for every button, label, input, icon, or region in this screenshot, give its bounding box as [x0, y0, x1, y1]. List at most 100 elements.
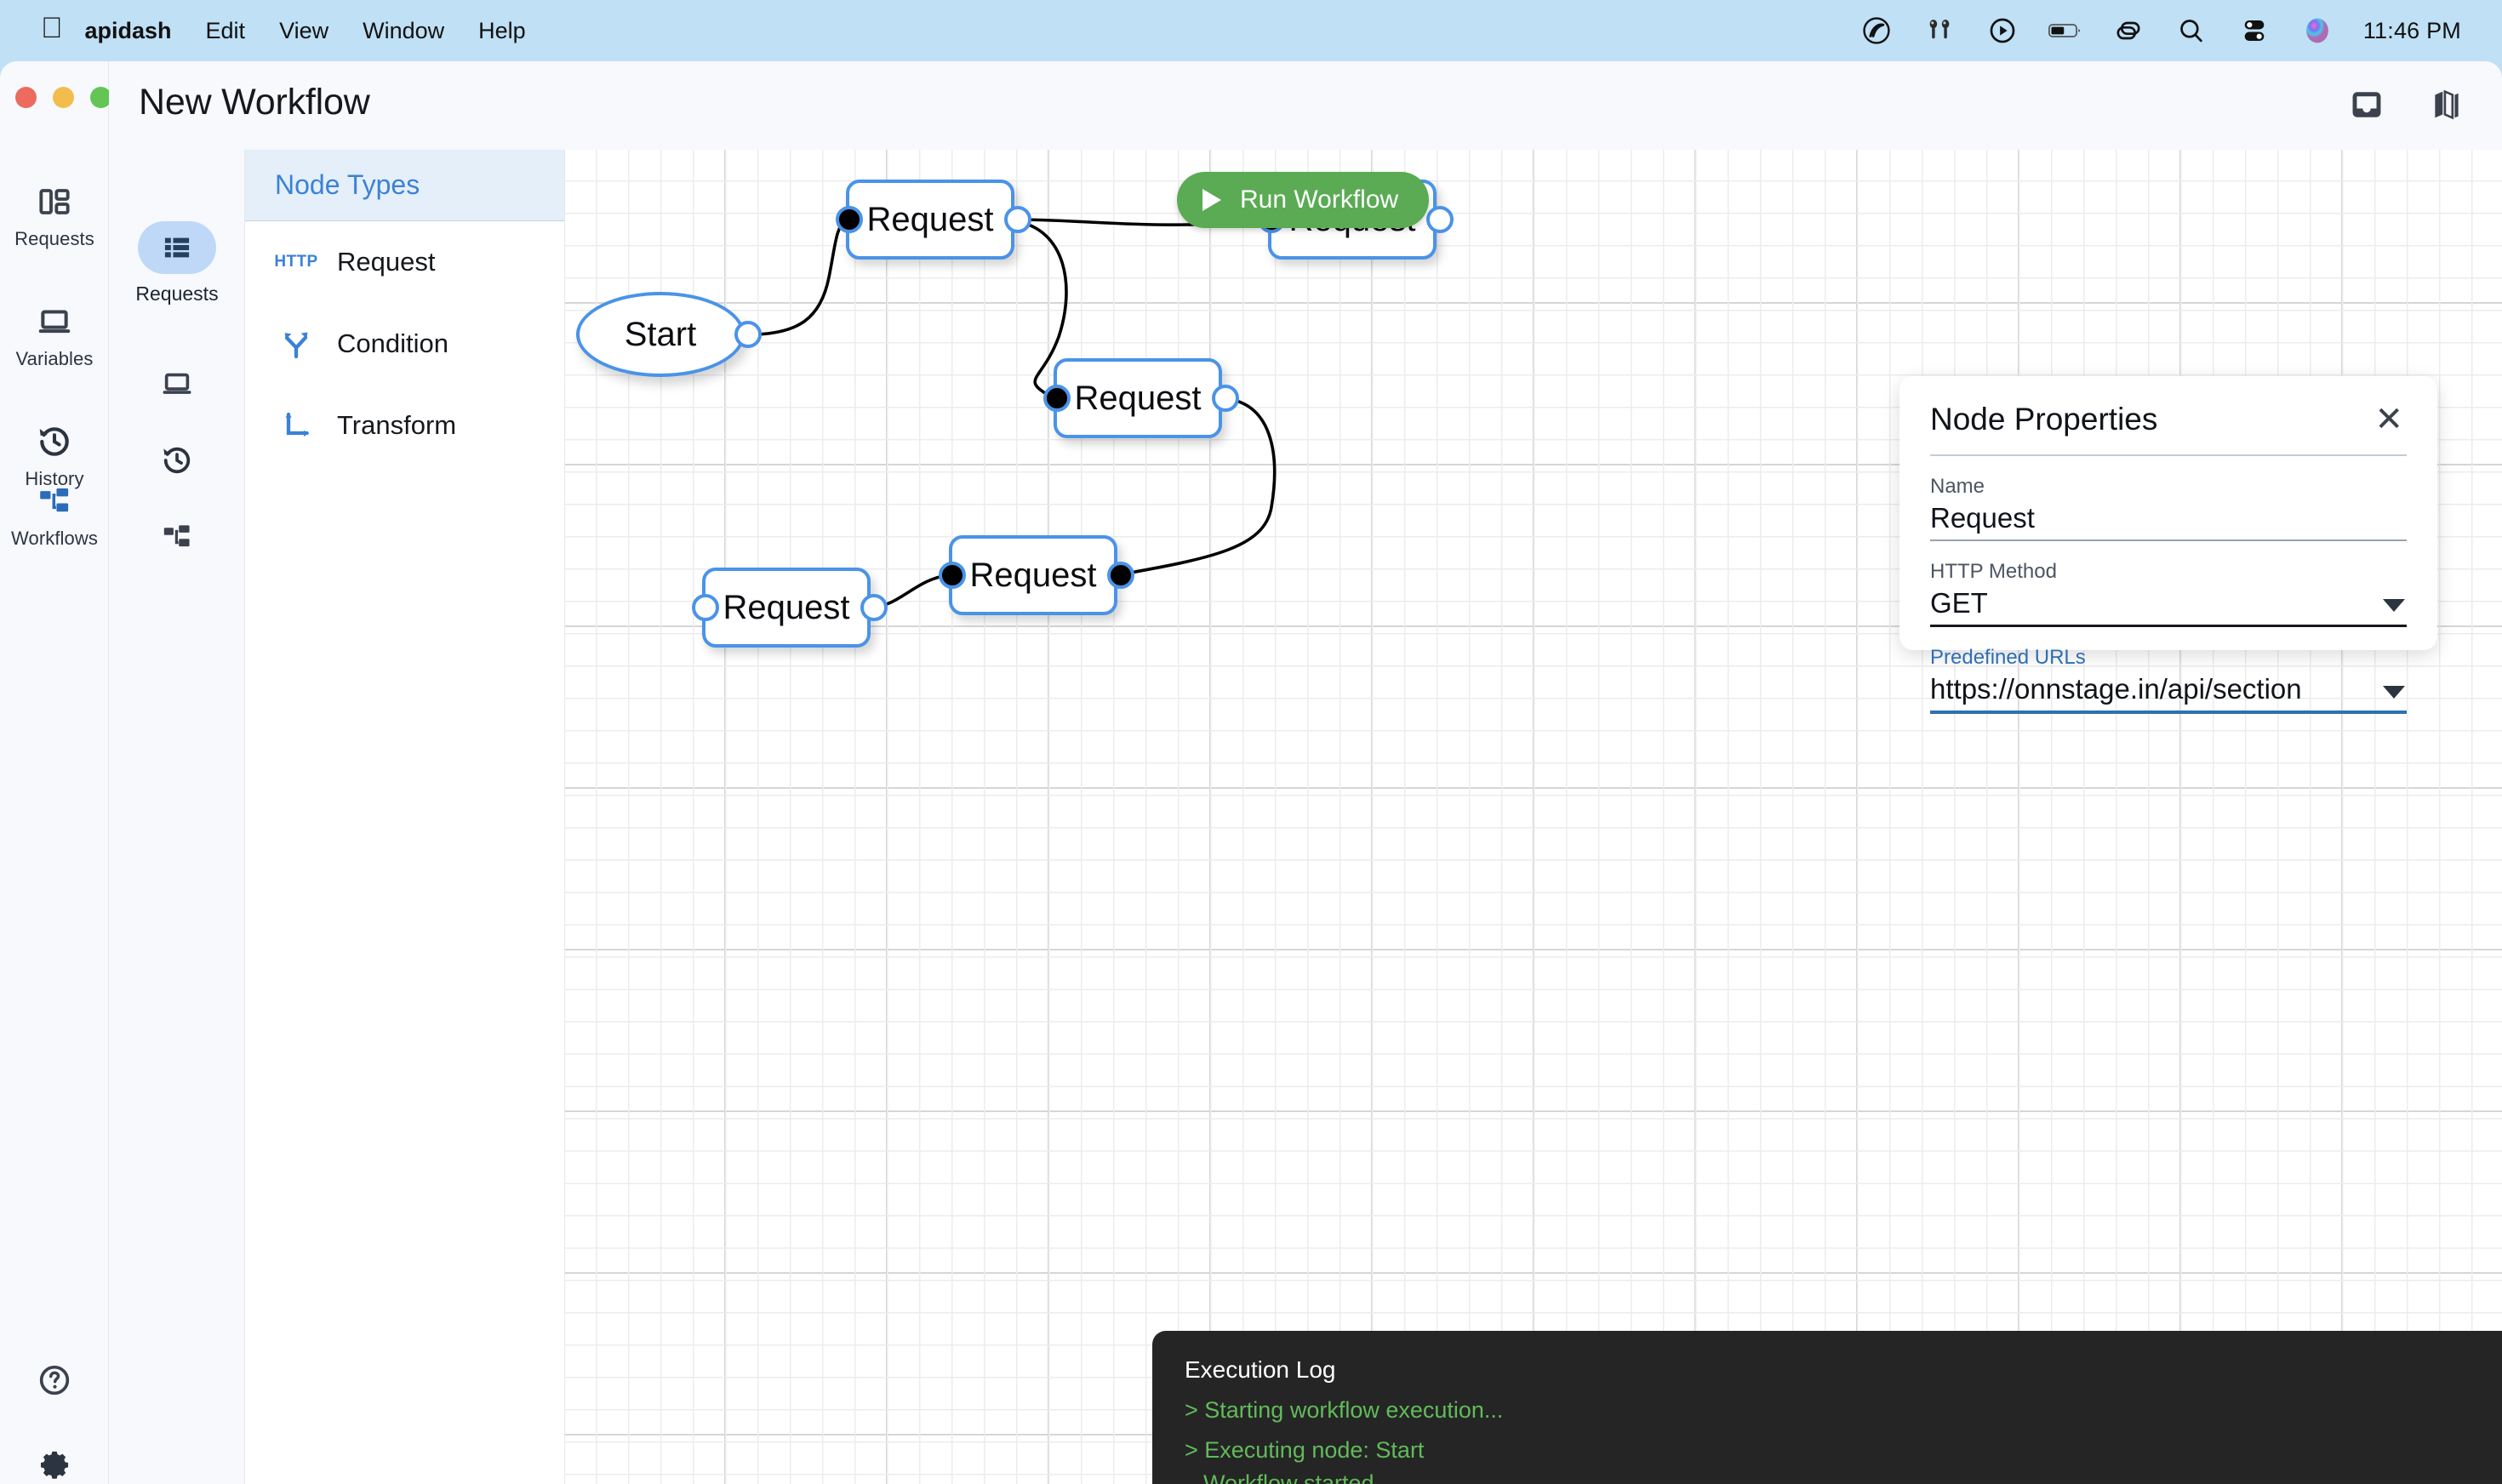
http-badge-icon: HTTP — [274, 243, 318, 281]
node-port-output[interactable] — [1212, 385, 1239, 412]
node-port-output[interactable] — [860, 594, 888, 621]
field-underline — [1930, 539, 2407, 541]
node-port-input[interactable] — [836, 206, 863, 233]
menu-apidash[interactable]: apidash — [63, 17, 172, 43]
workflow-node-req1[interactable]: Request — [836, 180, 1031, 260]
node-types-header: Node Types — [245, 150, 564, 221]
menu-help[interactable]: Help — [456, 17, 526, 43]
workflow-node-start[interactable]: Start — [576, 292, 762, 377]
node-port-input[interactable] — [1043, 385, 1071, 412]
history-clock-icon — [35, 422, 74, 461]
control-center-icon[interactable] — [2237, 14, 2271, 48]
app-window: Requests Variables History Workflows — [0, 61, 2502, 1484]
requests-layout-icon — [35, 182, 74, 221]
node-port-output[interactable] — [1004, 206, 1031, 233]
inbox-icon[interactable] — [2345, 83, 2388, 126]
apple-logo-icon[interactable]:  — [41, 14, 63, 43]
node-port-input[interactable] — [939, 562, 966, 589]
rail2-item-variables[interactable] — [109, 357, 245, 410]
menubar-clock: 11:46 PM — [2362, 17, 2461, 43]
chevron-down-icon[interactable] — [2383, 599, 2405, 612]
close-window-button[interactable] — [15, 87, 37, 108]
zoom-window-button[interactable] — [90, 87, 111, 108]
search-icon[interactable] — [2174, 14, 2208, 48]
workflow-node-req4[interactable]: Request — [939, 535, 1134, 615]
rail2-item-requests[interactable]: Requests — [109, 221, 245, 305]
minimize-window-button[interactable] — [53, 87, 74, 108]
branch-condition-icon — [277, 325, 315, 362]
sidebar-item-requests[interactable]: Requests — [0, 182, 109, 250]
field-label-predefined-urls: Predefined URLs — [1930, 646, 2086, 669]
battery-icon[interactable] — [2048, 14, 2082, 48]
node-types-panel: Node Types HTTP Request Condition Transf… — [245, 150, 565, 1484]
chevron-down-icon[interactable] — [2383, 686, 2405, 699]
name-input[interactable]: Request — [1930, 502, 2035, 534]
node-label: Request — [969, 556, 1097, 594]
close-icon[interactable]: ✕ — [2374, 401, 2403, 438]
workflow-nodes-icon — [138, 511, 216, 563]
sidebar-item-workflows[interactable]: Workflows — [0, 482, 109, 550]
rail2-item-history[interactable] — [109, 434, 245, 487]
workflow-node-req5[interactable]: Request — [692, 568, 888, 648]
link-chain-icon[interactable] — [2111, 14, 2145, 48]
workflow-canvas[interactable]: Start Request Request Request Request — [565, 150, 2502, 1484]
sidebar-label-variables: Variables — [15, 348, 94, 369]
menu-view[interactable]: View — [257, 17, 328, 43]
run-workflow-button[interactable]: Run Workflow — [1177, 172, 1430, 228]
rail2-item-workflows[interactable] — [109, 511, 245, 563]
menu-window[interactable]: Window — [340, 17, 444, 43]
menubar-tray: 11:46 PM — [1859, 14, 2480, 48]
log-line: > Starting workflow execution... — [1185, 1397, 1504, 1423]
help-circle-icon[interactable] — [0, 1363, 109, 1397]
node-types-title: Node Types — [275, 169, 420, 200]
predefined-urls-select[interactable]: https://onnstage.in/api/section — [1930, 673, 2302, 705]
node-label: Start — [624, 315, 697, 353]
field-name: Name Request — [1930, 475, 2407, 541]
transform-crop-icon — [277, 407, 315, 444]
workflow-header: New Workflow — [109, 61, 2502, 150]
header-actions — [2345, 83, 2468, 126]
node-type-request[interactable]: HTTP Request — [245, 221, 564, 303]
node-type-label-request: Request — [337, 247, 436, 277]
sidebar-label-history: History — [25, 468, 84, 489]
log-line: > Executing node: Start — [1185, 1437, 1425, 1463]
field-http-method: HTTP Method GET — [1930, 560, 2407, 627]
field-label-http-method: HTTP Method — [1930, 560, 2057, 583]
node-type-condition[interactable]: Condition — [245, 303, 564, 385]
rail2-label-requests: Requests — [135, 283, 219, 305]
sidebar-item-history[interactable]: History — [0, 422, 109, 490]
primary-sidebar: Requests Variables History Workflows — [0, 61, 111, 1484]
execution-log-title: Execution Log — [1185, 1356, 1336, 1383]
siri-icon[interactable] — [2300, 14, 2334, 48]
node-port-input[interactable] — [692, 594, 719, 621]
play-circle-icon[interactable] — [1985, 14, 2019, 48]
node-port-output[interactable] — [734, 321, 762, 348]
node-properties-header: Node Properties ✕ — [1930, 402, 2407, 437]
node-label: Request — [1074, 379, 1202, 417]
menu-edit[interactable]: Edit — [184, 17, 246, 43]
play-triangle-icon — [1202, 189, 1221, 211]
node-label: Request — [723, 588, 850, 626]
execution-log-panel: Execution Log > Starting workflow execut… — [1152, 1331, 2502, 1484]
airpods-icon[interactable] — [1922, 14, 1956, 48]
field-label-name: Name — [1930, 475, 1985, 498]
sidebar-item-variables[interactable]: Variables — [0, 302, 109, 370]
workflow-node-req3[interactable]: Request — [1043, 358, 1239, 438]
node-label: Request — [866, 200, 994, 238]
creative-cloud-icon[interactable] — [1859, 14, 1894, 48]
node-type-transform[interactable]: Transform — [245, 385, 564, 466]
node-properties-panel: Node Properties ✕ Name Request HTTP Meth… — [1899, 376, 2437, 714]
page-title: New Workflow — [139, 82, 370, 123]
sidebar-label-workflows: Workflows — [11, 528, 98, 549]
map-icon[interactable] — [2425, 83, 2468, 126]
run-workflow-label: Run Workflow — [1240, 186, 1399, 214]
field-predefined-urls: Predefined URLs https://onnstage.in/api/… — [1930, 646, 2407, 714]
node-port-output[interactable] — [1426, 206, 1454, 233]
macos-menubar:  apidash Edit View Window Help 11:46 PM — [0, 0, 2502, 61]
workflow-nodes-icon — [35, 482, 74, 521]
node-port-output[interactable] — [1107, 562, 1134, 589]
history-clock-icon — [138, 434, 216, 487]
http-method-select[interactable]: GET — [1930, 587, 1988, 619]
http-badge-text: HTTP — [274, 253, 318, 271]
settings-gear-icon[interactable] — [0, 1448, 109, 1484]
